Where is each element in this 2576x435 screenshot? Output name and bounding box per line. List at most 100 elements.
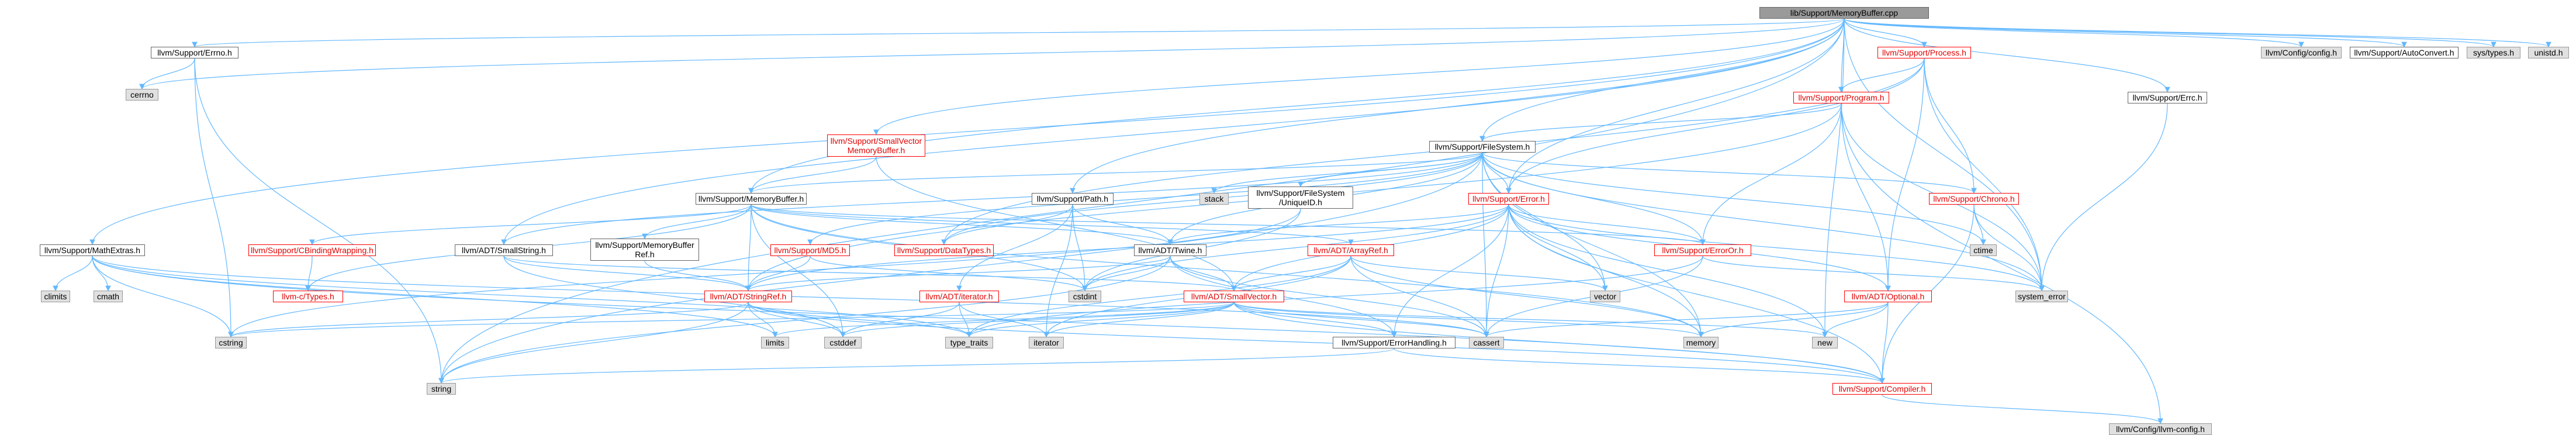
edge-path-cstdint [1072,204,1088,292]
edge-memorybuffer-twine [751,204,1173,246]
node-datatypes[interactable]: llvm/Support/DataTypes.h [894,244,994,256]
node-error-h[interactable]: llvm/Support/Error.h [1468,193,1549,205]
node-type-traits[interactable]: type_traits [945,337,993,348]
edge-error_h-erroror [1508,204,1706,246]
edge-memorybuffer-cbinding [309,204,752,246]
edge-filesystem-string [438,152,1483,384]
edge-smallvector-type_traits [966,302,1235,338]
node-cassert[interactable]: cassert [1469,337,1504,348]
node-llvmconfig[interactable]: llvm/Config/llvm-config.h [2109,423,2212,435]
node-process[interactable]: llvm/Support/Process.h [1877,47,1971,58]
edge-stringref-type_traits [748,302,972,338]
edge-smallvector-compiler [1233,302,1885,384]
edge-mathextras-climits [53,256,93,292]
edge-smallvecmem-memorybuffer [748,156,877,194]
edge-chrono-ctime [1973,204,1986,246]
node-membufref[interactable]: llvm/Support/MemoryBuffer Ref.h [590,239,699,261]
edge-root-smallstring [501,18,1845,246]
edge-mathextras-type_traits [92,256,972,338]
node-cstring[interactable]: cstring [215,337,247,348]
edge-arrayref-cassert [1350,256,1489,338]
node-optional[interactable]: llvm/ADT/Optional.h [1844,291,1932,302]
node-compiler[interactable]: llvm/Support/Compiler.h [1832,383,1932,395]
edge-memorybuffer-arrayref [751,204,1354,246]
edge-optional-new [1822,302,1889,338]
edge-error_h-cassert [1484,204,1509,338]
edge-process-optional [1885,58,1925,292]
edge-stringref-cstddef [748,302,846,338]
edge-md5-cstdint [810,256,1088,292]
node-autoconvert[interactable]: llvm/Support/AutoConvert.h [2350,47,2459,58]
edge-smallvector-new [1233,302,1828,338]
node-cstddef[interactable]: cstddef [824,337,862,348]
node-smallstring[interactable]: llvm/ADT/SmallString.h [455,244,553,256]
node-config-h[interactable]: llvm/Config/config.h [2261,47,2342,58]
edge-error_h-stringref [745,204,1509,292]
edge-errno_h-cstring [194,58,234,338]
edge-twine-cstdint [1082,256,1171,292]
node-limits[interactable]: limits [761,337,789,348]
node-iterator-h[interactable]: llvm/ADT/iterator.h [919,291,999,302]
node-stack[interactable]: stack [1199,193,1229,205]
node-smallvecmem[interactable]: llvm/Support/SmallVector MemoryBuffer.h [827,134,925,157]
node-md5[interactable]: llvm/Support/MD5.h [770,244,850,256]
node-cerrno[interactable]: cerrno [126,89,158,101]
node-cmath[interactable]: cmath [94,291,123,302]
edge-error_h-twine [1167,204,1509,246]
edge-erroror-type_traits [966,256,1703,338]
node-twine[interactable]: llvm/ADT/Twine.h [1134,244,1206,256]
edge-twine-cassert [1170,256,1489,338]
node-memory[interactable]: memory [1683,337,1719,348]
edge-membufref-stringref [644,260,751,292]
node-errno-h[interactable]: llvm/Support/Errno.h [151,47,238,58]
edge-twine-string [438,256,1171,384]
edge-smallstring-stringref [503,256,751,292]
edge-root-process [1844,18,1927,48]
edge-memorybuffer-erroror [751,204,1706,246]
node-climits[interactable]: climits [41,291,70,302]
node-arrayref[interactable]: llvm/ADT/ArrayRef.h [1308,244,1394,256]
edge-twine-stringref [745,256,1171,292]
edge-process-system_error [1924,58,2045,292]
node-cstdint[interactable]: cstdint [1069,291,1101,302]
node-errc[interactable]: llvm/Support/Errc.h [2128,92,2207,103]
node-new[interactable]: new [1812,337,1838,348]
edge-process-program [1838,58,1925,93]
edge-chrono-system_error [1973,204,2045,292]
node-string[interactable]: string [427,383,456,395]
edge-stringref-cstring [228,302,749,338]
node-errorhandling[interactable]: llvm/Support/ErrorHandling.h [1333,337,1455,348]
node-stringref[interactable]: llvm/ADT/StringRef.h [704,291,792,302]
node-ctime[interactable]: ctime [1970,244,1997,256]
node-systypes[interactable]: sys/types.h [2467,47,2520,58]
node-smallvector[interactable]: llvm/ADT/SmallVector.h [1184,291,1284,302]
node-vector[interactable]: vector [1590,291,1620,302]
edge-root-memorybuffer [748,18,1845,194]
edge-path-iterator [1043,204,1073,338]
node-erroror[interactable]: llvm/Support/ErrorOr.h [1654,244,1751,256]
edge-error_h-new [1508,204,1828,338]
node-mathextras[interactable]: llvm/Support/MathExtras.h [40,244,145,256]
node-system-error[interactable]: system_error [2015,291,2068,302]
node-memorybuffer[interactable]: llvm/Support/MemoryBuffer.h [696,193,807,205]
node-unistd[interactable]: unistd.h [2528,47,2569,58]
edge-root-smallvecmem [873,18,1845,136]
edge-errorhandling-string [438,348,1395,384]
node-ctypes[interactable]: llvm-c/Types.h [273,291,343,302]
edge-erroror-system_error [1702,256,2045,292]
edge-cbinding-ctypes [305,256,313,292]
edge-smallstring-cstddef [503,256,846,338]
node-path[interactable]: llvm/Support/Path.h [1032,193,1114,205]
node-iterator[interactable]: iterator [1029,337,1064,348]
edge-root-errc [1844,18,2170,93]
node-root[interactable]: lib/Support/MemoryBuffer.cpp [1759,7,1929,19]
edge-error_h-errorhandling [1391,204,1509,338]
node-program[interactable]: llvm/Support/Program.h [1793,92,1889,103]
node-fs-uniqueid[interactable]: llvm/Support/FileSystem /UniqueID.h [1248,187,1353,209]
node-filesystem[interactable]: llvm/Support/FileSystem.h [1429,141,1536,153]
edge-error_h-compiler [1508,204,1885,384]
node-cbinding[interactable]: llvm/Support/CBindingWrapping.h [248,244,376,256]
node-chrono[interactable]: llvm/Support/Chrono.h [1929,193,2019,205]
edge-root-system_error [1844,18,2045,292]
edge-mathextras-compiler [92,256,1885,384]
